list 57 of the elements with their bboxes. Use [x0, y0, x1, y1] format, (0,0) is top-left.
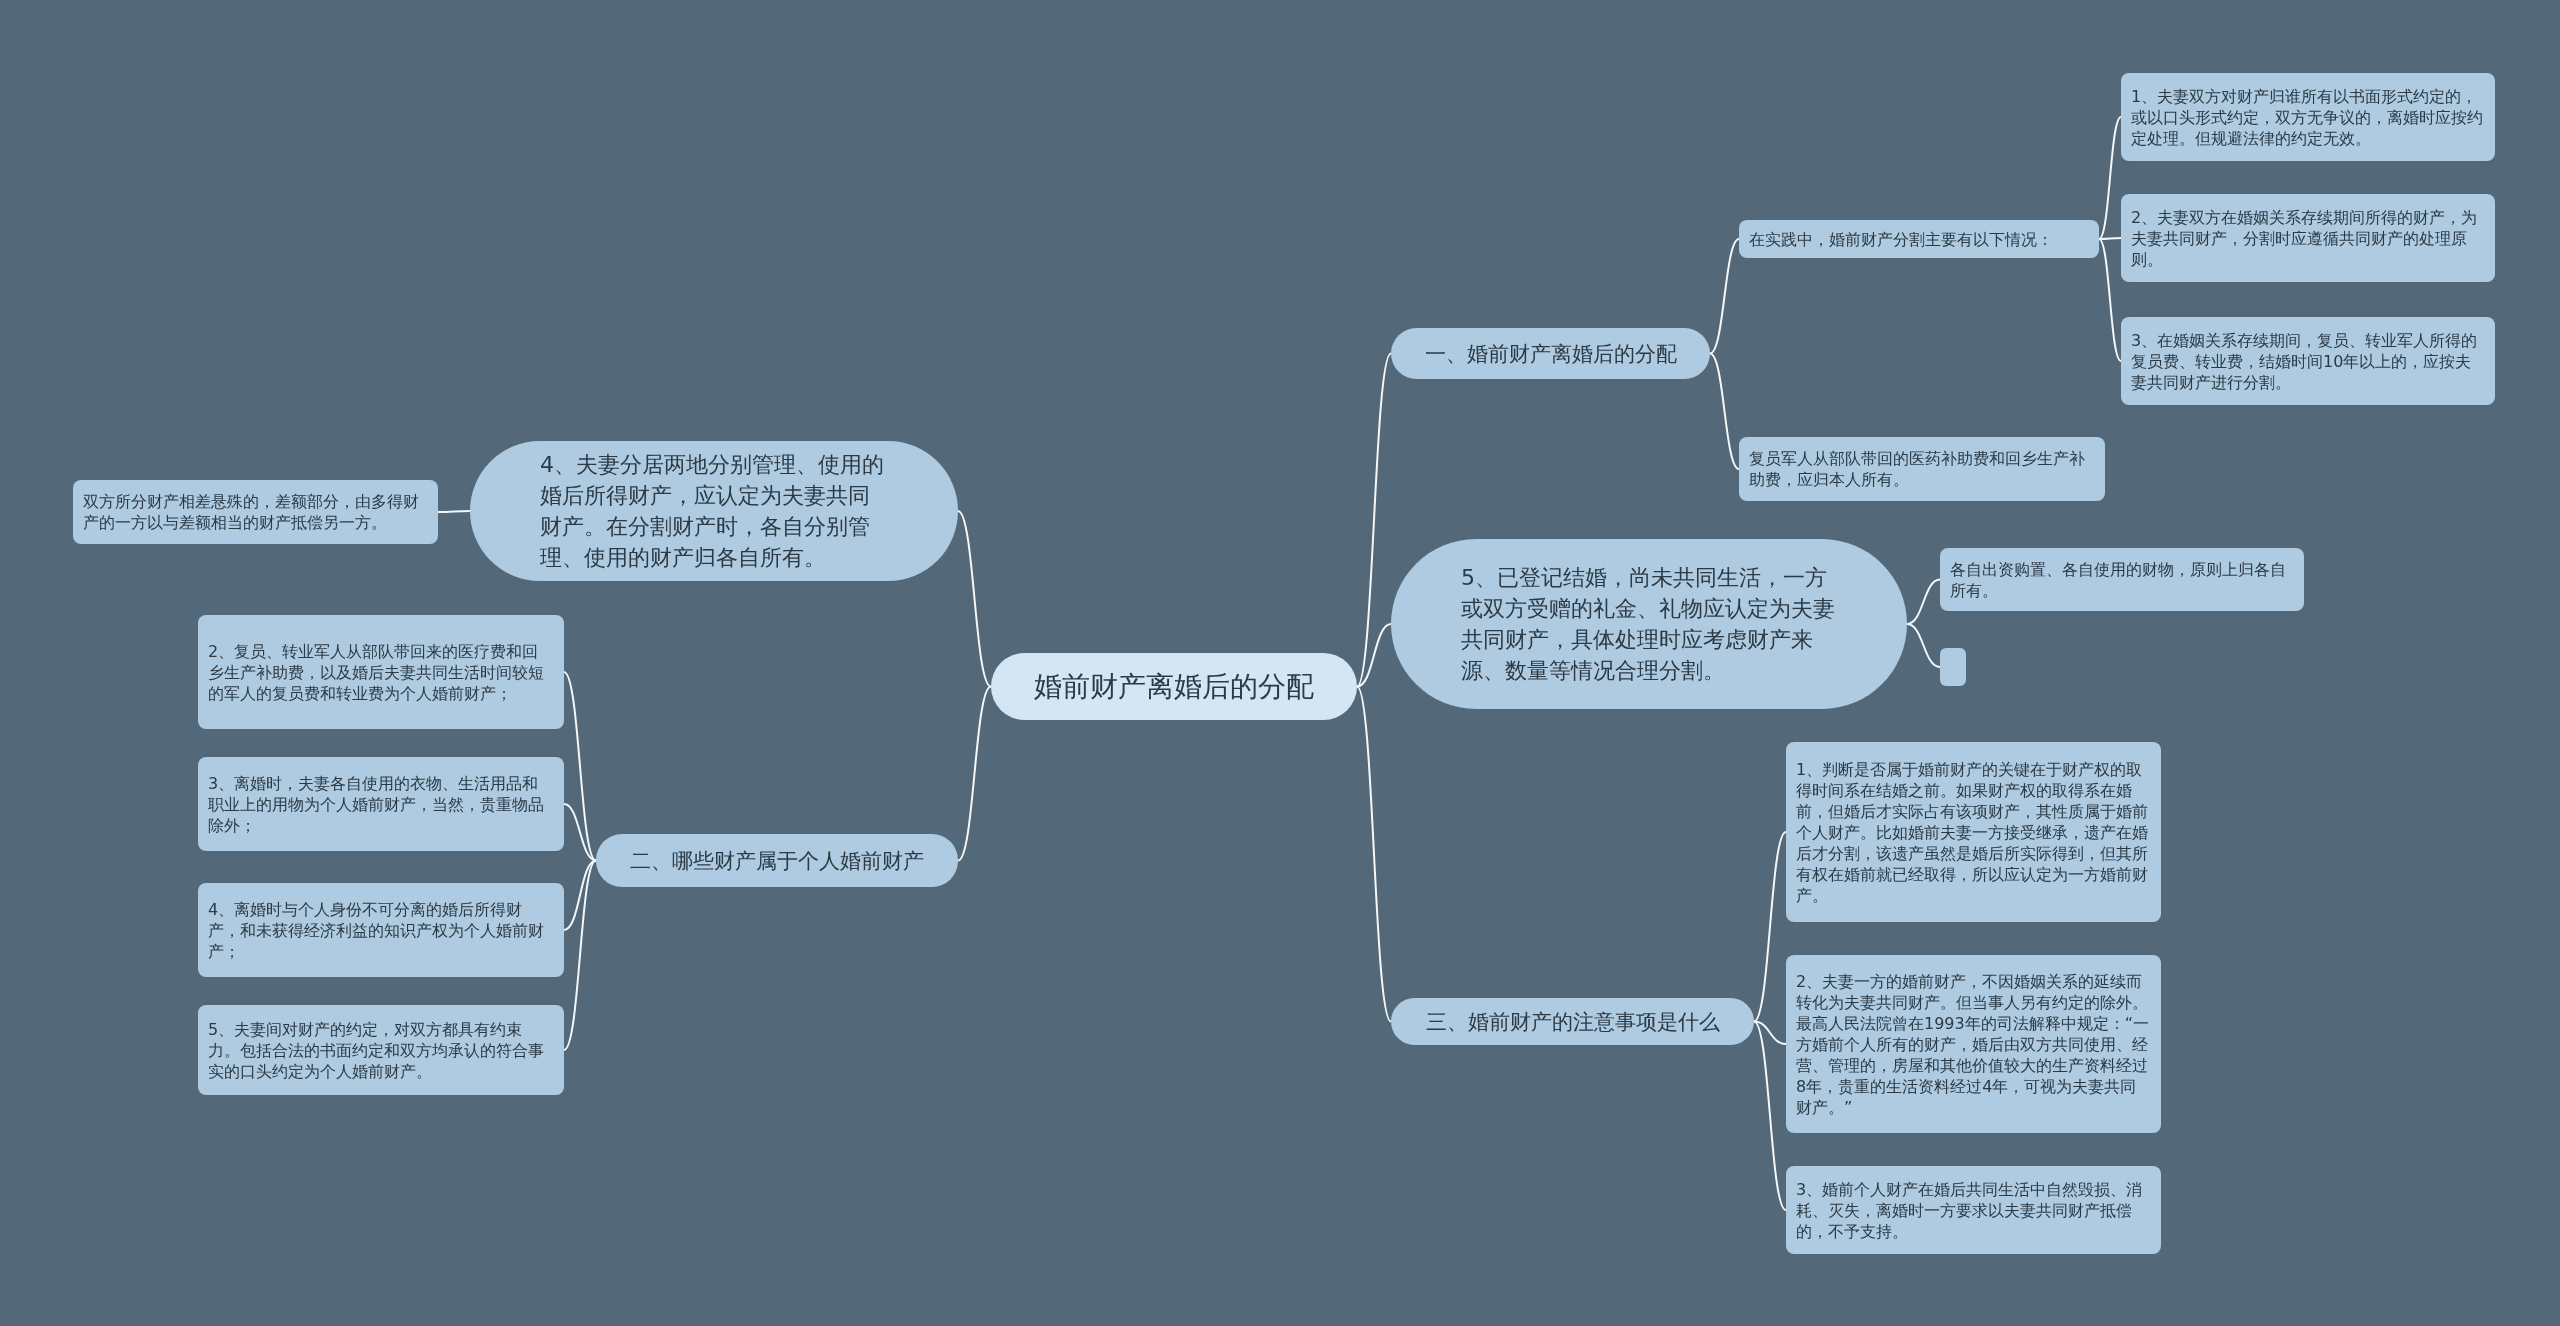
topic-text: 双方所分财产相差悬殊的，差额部分，由多得财产的一方以与差额相当的财产抵偿另一方。 — [83, 491, 420, 533]
note-box — [198, 615, 564, 729]
topic-text: 1、判断是否属于婚前财产的关键在于财产权的取得时间系在结婚之前。如果财产权的取得系在婚前，但婚后才实际占有该项财产，其性质属于婚前个人财产。比如婚前夫妻一方接受继承，遗产在婚后才分割，该遗产虽然是婚后所实际得到，但其所有权在婚前就已经取得，所以应认定为一方婚前财产。 — [1796, 758, 2149, 906]
connector — [957, 685, 992, 862]
connector — [563, 859, 597, 931]
connector — [2098, 116, 2122, 240]
note-box — [2121, 73, 2495, 161]
topic-text: 5、已登记结婚，尚未共同生活，一方或双方受赠的礼金、礼物应认定为夫妻共同财产，具体处理时应考虑财产来源、数量等情况合理分割。 — [1461, 564, 1836, 685]
topic-text: 各自出资购置、各自使用的财物，原则上归各自所有。 — [1950, 558, 2287, 601]
connector — [1356, 685, 1392, 1023]
connector — [1753, 1020, 1787, 1045]
topic-text: 2、夫妻一方的婚前财产，不因婚姻关系的延续而转化为夫妻共同财产。但当事人另有约定的除外。最高人民法院曾在1993年的司法解释中规定：“一方婚前个人所有的财产，婚后由双方共同使用、经营、管理的，房屋和其他价值较大的生产资料经过8年，贵重的生活资料经过4年，可视为夫妻共同财产。” — [1796, 970, 2150, 1118]
note-box — [1739, 437, 2105, 501]
note-box — [2121, 317, 2495, 405]
connector — [1906, 623, 1941, 668]
connector — [1709, 352, 1740, 470]
topic-text: 4、夫妻分居两地分别管理、使用的婚后所得财产，应认定为夫妻共同财产。在分割财产时，各自分别管理、使用的财产归各自所有。 — [540, 451, 885, 572]
note-box — [1786, 955, 2161, 1133]
topic-text: 3、婚前个人财产在婚后共同生活中自然毁损、消耗、灭失，离婚时一方要求以夫妻共同财产抵偿的，不予支持。 — [1796, 1178, 2144, 1242]
topic-text: 三、婚前财产的注意事项是什么 — [1425, 1008, 1720, 1035]
topic-text: 一、婚前财产离婚后的分配 — [1424, 340, 1677, 367]
topic-text: 5、夫妻间对财产的约定，对双方都具有约束力。包括合法的书面约定和双方均承认的符合事实的口头约定为个人婚前财产。 — [208, 1018, 545, 1082]
topic-text: 2、夫妻双方在婚姻关系存续期间所得的财产，为夫妻共同财产，分割时应遵循共同财产的处理原则。 — [2131, 206, 2479, 270]
connector — [1356, 623, 1392, 688]
connector — [2098, 238, 2122, 362]
note-box — [198, 1005, 564, 1095]
branch-topic — [1391, 998, 1754, 1045]
empty-topic-box — [1940, 648, 1966, 686]
topic-text: 4、离婚时与个人身份不可分离的婚后所得财产，和未获得经济利益的知识产权为个人婚前财产； — [208, 898, 545, 962]
connector — [437, 510, 471, 513]
connector — [1709, 238, 1740, 355]
branch-topic — [1391, 328, 1710, 379]
topic-text: 二、哪些财产属于个人婚前财产 — [630, 847, 924, 874]
note-box — [1739, 220, 2099, 258]
topic-text: 在实践中，婚前财产分割主要有以下情况： — [1749, 228, 2053, 250]
topic-text: 复员军人从部队带回的医药补助费和回乡生产补助费，应归本人所有。 — [1749, 448, 2086, 490]
topic-text: 1、夫妻双方对财产归谁所有以书面形式约定的，或以口头形式约定，双方无争议的，离婚时应按约定处理。但规避法律的约定无效。 — [2131, 85, 2484, 149]
connector — [957, 510, 992, 688]
topic-text: 3、离婚时，夫妻各自使用的衣物、生活用品和职业上的用物为个人婚前财产，当然，贵重物品除外； — [208, 772, 545, 836]
topic-text: 婚前财产离婚后的分配 — [1034, 669, 1314, 704]
connector — [2098, 237, 2122, 240]
topic-text: 2、复员、转业军人从部队带回来的医疗费和回乡生产补助费，以及婚后夫妻共同生活时间较短的军人的复员费和转业费为个人婚前财产； — [208, 640, 545, 704]
connector — [563, 803, 597, 862]
connector — [1356, 352, 1392, 688]
note-box — [1786, 742, 2161, 922]
connector — [1753, 1020, 1787, 1211]
note-box — [2121, 194, 2495, 282]
note-box — [73, 480, 438, 544]
note-box — [1940, 548, 2304, 611]
note-box — [1786, 1166, 2161, 1254]
branch-topic — [596, 834, 958, 887]
connector — [563, 671, 597, 862]
connector — [563, 859, 597, 1051]
connector — [1753, 831, 1787, 1023]
topic-text: 3、在婚姻关系存续期间，复员、转业军人所得的复员费、转业费，结婚时间10年以上的，应按夫妻共同财产进行分割。 — [2131, 329, 2479, 393]
note-box — [198, 757, 564, 851]
note-box — [198, 883, 564, 977]
